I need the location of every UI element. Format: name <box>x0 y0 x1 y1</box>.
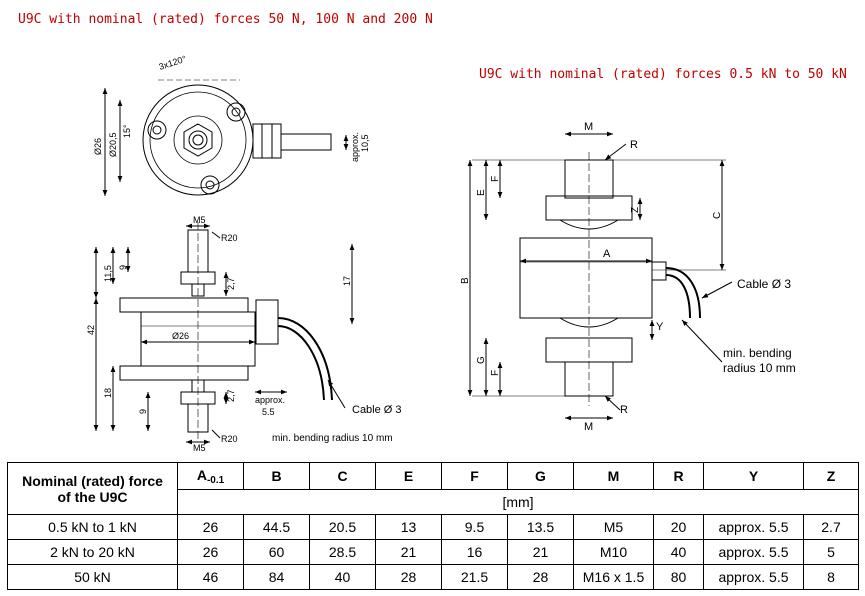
large-f-top: F <box>490 176 501 182</box>
header-col-b: B <box>243 462 310 490</box>
large-e: E <box>476 189 487 196</box>
table-cell: 21 <box>375 539 442 565</box>
large-bending-line2: radius 10 mm <box>723 361 796 375</box>
table-row: 0.5 kN to 1 kN 26 44.5 20.5 13 9.5 13.5 … <box>7 514 859 540</box>
small-top-approx-value: 10,5 <box>360 134 370 152</box>
small-side-view <box>93 222 355 445</box>
unit-row: [mm] <box>177 489 859 515</box>
table-cell: 26 <box>177 539 244 565</box>
small-side-d18: 18 <box>103 388 113 398</box>
table-cell: 44.5 <box>243 514 310 540</box>
small-side-m5-top: M5 <box>193 215 206 225</box>
small-side-d115: 11,5 <box>103 265 113 282</box>
table-cell: approx. 5.5 <box>703 564 804 590</box>
table-cell: 60 <box>243 539 310 565</box>
table-cell: 40 <box>653 539 704 565</box>
table-cell: 26 <box>177 514 244 540</box>
header-col-a: A-0.1 <box>177 462 244 490</box>
large-m-bot: M <box>584 421 593 433</box>
small-side-bending-label: min. bending radius 10 mm <box>272 433 393 444</box>
large-y: Y <box>656 321 664 333</box>
table-cell: 46 <box>177 564 244 590</box>
table-cell: 2 kN to 20 kN <box>7 539 178 565</box>
header-col-r: R <box>653 462 704 490</box>
dimensions-table: Nominal (rated) force of the U9C A-0.1 B… <box>7 462 859 590</box>
small-side-approx: approx. <box>255 395 285 405</box>
table-cell: M10 <box>573 539 654 565</box>
header-col-g: G <box>507 462 574 490</box>
large-z: Z <box>630 207 641 213</box>
large-g: G <box>476 356 487 364</box>
header-col-f: F <box>441 462 508 490</box>
small-side-r20-bot: R20 <box>221 434 238 444</box>
small-top-approx-label: approx. <box>350 132 360 162</box>
small-side-approx-value: 5.5 <box>262 407 275 417</box>
table-cell: 80 <box>653 564 704 590</box>
small-side-cable-label: Cable Ø 3 <box>352 404 402 416</box>
header-col-y: Y <box>703 462 804 490</box>
small-side-d17: 17 <box>342 276 352 286</box>
table-cell: 21.5 <box>441 564 508 590</box>
large-m-top: M <box>584 121 593 133</box>
table-cell: 20 <box>653 514 704 540</box>
small-side-r20-top: R20 <box>221 233 238 243</box>
large-c: C <box>712 212 723 219</box>
large-a: A <box>603 248 611 260</box>
small-top-angle15-label: 15° <box>122 124 132 138</box>
table-cell: 0.5 kN to 1 kN <box>7 514 178 540</box>
table-cell: approx. 5.5 <box>703 514 804 540</box>
small-top-d26-label: Ø26 <box>93 138 103 155</box>
small-side-d27-top: 2,7 <box>226 277 236 290</box>
header-nominal-force-line1: Nominal (rated) force <box>22 472 163 489</box>
table-cell: 8 <box>803 564 859 590</box>
small-side-d27-bot: 2,7 <box>226 389 236 402</box>
header-col-z: Z <box>803 462 859 490</box>
large-r-top: R <box>630 139 638 151</box>
header-nominal-force-line2: of the U9C <box>57 488 128 505</box>
small-top-angle-label: 3x120° <box>158 54 188 72</box>
table-cell: 5 <box>803 539 859 565</box>
table-cell: 20.5 <box>309 514 376 540</box>
table-cell: 50 kN <box>7 564 178 590</box>
table-cell: 28 <box>507 564 574 590</box>
small-top-view <box>102 79 349 196</box>
table-cell: 13 <box>375 514 442 540</box>
table-cell: 84 <box>243 564 310 590</box>
large-r-bot: R <box>620 404 628 416</box>
large-bending-line1: min. bending <box>723 346 792 360</box>
table-row: 2 kN to 20 kN 26 60 28.5 21 16 21 M10 40… <box>7 539 859 565</box>
header-col-c: C <box>309 462 376 490</box>
table-cell: 2.7 <box>803 514 859 540</box>
table-cell: 13.5 <box>507 514 574 540</box>
large-side-view <box>467 131 733 421</box>
heading-small-forces: U9C with nominal (rated) forces 50 N, 10… <box>18 12 433 27</box>
table-cell: approx. 5.5 <box>703 539 804 565</box>
header-col-m: M <box>573 462 654 490</box>
small-side-d9-bot: 9 <box>138 409 148 414</box>
table-cell: M5 <box>573 514 654 540</box>
technical-drawings: 3x120° Ø26 Ø20,5 15° approx. 10,5 <box>86 54 796 453</box>
table-cell: 28.5 <box>309 539 376 565</box>
header-nominal-force: Nominal (rated) force of the U9C <box>7 462 178 515</box>
small-side-m5-bot: M5 <box>193 443 206 453</box>
heading-large-forces: U9C with nominal (rated) forces 0.5 kN t… <box>479 67 847 82</box>
table-cell: 16 <box>441 539 508 565</box>
table-cell: 21 <box>507 539 574 565</box>
table-cell: M16 x 1.5 <box>573 564 654 590</box>
small-side-d26: Ø26 <box>172 331 189 341</box>
large-f-bot: F <box>490 370 501 376</box>
large-cable-label: Cable Ø 3 <box>737 277 791 291</box>
table-row: 50 kN 46 84 40 28 21.5 28 M16 x 1.5 80 a… <box>7 564 859 590</box>
table-cell: 9.5 <box>441 514 508 540</box>
small-side-d42: 42 <box>86 325 96 335</box>
table-cell: 40 <box>309 564 376 590</box>
header-col-e: E <box>375 462 442 490</box>
small-side-d9-top: 9 <box>118 265 128 270</box>
small-top-d20-label: Ø20,5 <box>108 132 118 157</box>
table-cell: 28 <box>375 564 442 590</box>
large-b: B <box>460 277 471 284</box>
